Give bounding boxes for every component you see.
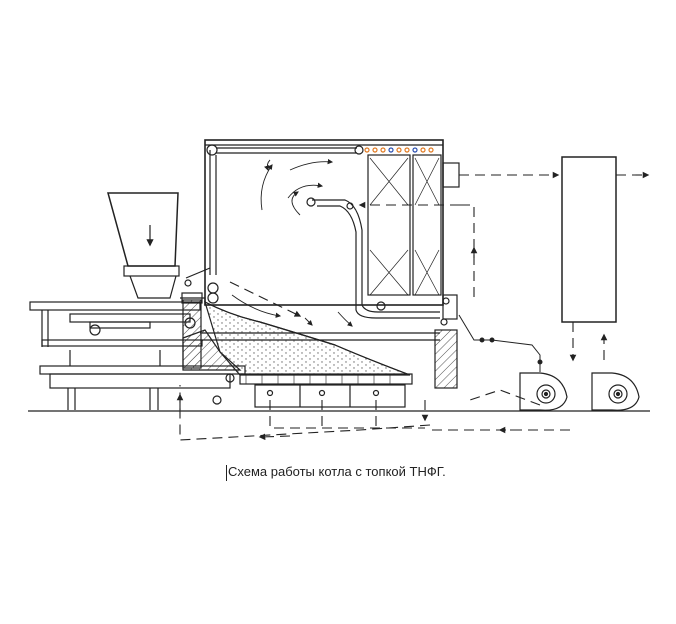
diagram-caption-text: Схема работы котла с топкой ТНФГ.: [228, 464, 446, 479]
furnace-firebox: [182, 282, 458, 408]
fuel-hopper-icon: [29, 192, 246, 410]
flue-flow-arrows: [231, 158, 353, 327]
text-cursor: [226, 465, 227, 481]
control-wiring: [458, 314, 543, 372]
blower-fan-icon: [519, 372, 568, 411]
blower-fan-icon-2: [591, 372, 640, 411]
diagram-caption: Схема работы котла с топкой ТНФГ.: [226, 464, 446, 479]
boiler-shell-icon: [204, 139, 460, 326]
flow-arrow-icon: [176, 171, 650, 441]
flue-stack-icon: [561, 156, 617, 323]
